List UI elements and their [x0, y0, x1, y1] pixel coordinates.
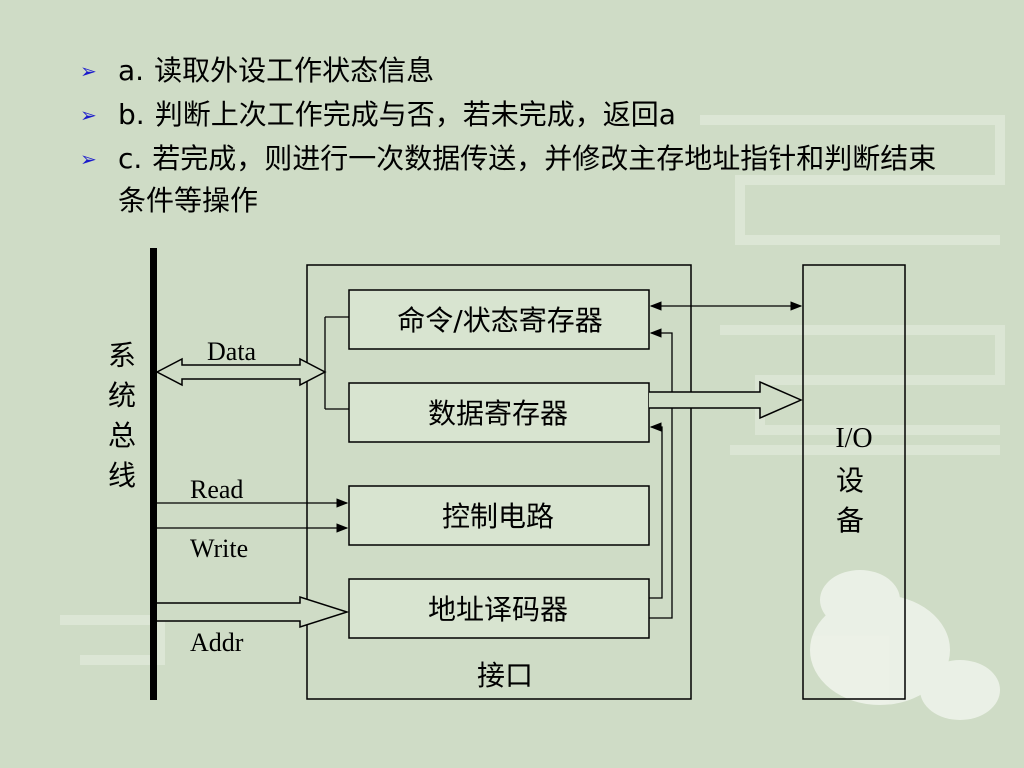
bullet-arrow-icon: ➢ [80, 103, 97, 127]
interface-label: 接口 [477, 659, 533, 692]
io-label-char: 设 [836, 464, 864, 497]
bullet-marker: b. [118, 98, 145, 131]
data-register-box [348, 382, 650, 443]
data-branch-line [324, 316, 349, 410]
bus-label-char: 总 [108, 419, 136, 452]
control-circuit-label: 控制电路 [442, 500, 554, 533]
system-bus-bar [150, 248, 157, 700]
dragon-ornament-icon [810, 570, 1000, 720]
decoder-to-command-line [649, 328, 673, 619]
bullet-marker: c. [118, 142, 143, 175]
bus-label-char: 系 [108, 339, 136, 372]
addr-bus-arrow [157, 595, 350, 629]
bullet-item: ➢ a. 读取外设工作状态信息 [78, 50, 978, 92]
data-signal-label: Data [207, 337, 257, 366]
interface-box [306, 264, 692, 700]
bullet-item: ➢ c.若完成，则进行一次数据传送，并修改主存地址指针和判断结束条件等操作 [78, 138, 958, 222]
data-io-arrow [649, 380, 803, 420]
bus-label-char: 线 [108, 459, 136, 492]
bullet-item: ➢ b. 判断上次工作完成与否，若未完成，返回a [78, 94, 978, 136]
bullet-marker: a. [118, 54, 145, 87]
bullet-text: 读取外设工作状态信息 [154, 54, 435, 87]
read-signal-label: Read [190, 475, 243, 504]
command-status-register-label: 命令/状态寄存器 [397, 304, 602, 337]
command-status-register-box [348, 289, 650, 350]
io-label: I/O [835, 423, 872, 454]
data-register-label: 数据寄存器 [428, 397, 568, 430]
bullet-text: 若完成，则进行一次数据传送，并修改主存地址指针和判断结束条件等操作 [118, 142, 937, 217]
bullet-list: ➢ a. 读取外设工作状态信息 ➢ b. 判断上次工作完成与否，若未完成，返回a ➢… [78, 50, 978, 224]
bullet-arrow-icon: ➢ [80, 147, 97, 171]
bus-label-char: 统 [108, 379, 136, 412]
decoder-to-data-line [649, 422, 663, 599]
write-signal-label: Write [190, 534, 248, 563]
address-decoder-box [348, 578, 650, 639]
address-decoder-label: 地址译码器 [428, 593, 568, 626]
addr-signal-label: Addr [190, 628, 244, 657]
io-label-char: 备 [836, 504, 864, 537]
bullet-arrow-icon: ➢ [80, 59, 97, 83]
control-circuit-box [348, 485, 650, 546]
io-device-box [802, 264, 906, 700]
bullet-text: 判断上次工作完成与否，若未完成，返回a [154, 98, 676, 131]
